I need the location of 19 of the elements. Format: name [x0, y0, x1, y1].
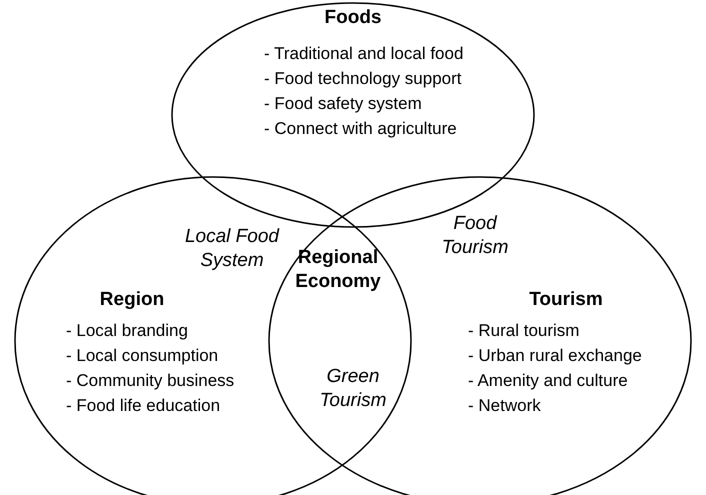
list-item: - Network — [468, 396, 541, 416]
overlap-label: Local Food System — [184, 225, 280, 273]
set-heading: Foods — [324, 8, 382, 28]
list-item: - Connect with agriculture — [264, 119, 457, 139]
set-heading: Tourism — [529, 290, 603, 310]
list-item: - Community business — [66, 371, 234, 391]
list-item: - Traditional and local food — [264, 44, 464, 64]
overlap-label: Regional Economy — [294, 246, 382, 294]
overlap-label: Green Tourism — [318, 365, 388, 413]
overlap-label: Food Tourism — [440, 212, 510, 260]
list-item: - Food life education — [66, 396, 220, 416]
list-item: - Amenity and culture — [468, 371, 628, 391]
list-item: - Food safety system — [264, 94, 422, 114]
list-item: - Urban rural exchange — [468, 346, 642, 366]
list-item: - Local consumption — [66, 346, 218, 366]
list-item: - Rural tourism — [468, 321, 580, 341]
list-item: - Food technology support — [264, 69, 462, 89]
set-heading: Region — [100, 290, 164, 310]
list-item: - Local branding — [66, 321, 188, 341]
